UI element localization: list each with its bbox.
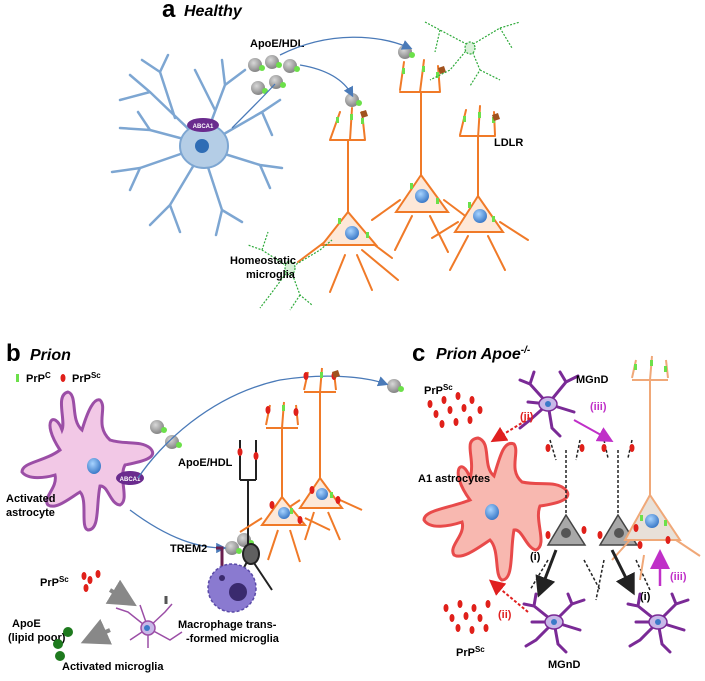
homeostatic-label-2: microglia — [246, 269, 296, 281]
a1-astrocyte — [422, 436, 570, 582]
microglia-to-apoe-arrow — [80, 618, 113, 645]
abca1-label-b: ABCA1 — [120, 477, 141, 483]
activated-astrocyte: ABCA1 — [20, 390, 154, 532]
panel-b-letter: b — [6, 340, 21, 367]
apoe-particles-a — [248, 45, 415, 107]
trem2-label: TREM2 — [170, 543, 207, 555]
legend-prpc: PrPC — [26, 371, 51, 385]
prpsc-cluster-c2 — [443, 600, 491, 634]
mgnd-bottom-left — [522, 592, 586, 654]
legend-prpc-swatch — [16, 374, 19, 382]
arrow-ii-top — [490, 417, 531, 443]
ldlr-receptors — [360, 66, 500, 121]
step-i-right: (i) — [640, 591, 651, 603]
prpc-on-neuron-c — [634, 360, 667, 526]
homeostatic-label-1: Homeostatic — [230, 255, 296, 267]
arrow-i-left — [535, 549, 558, 598]
panel-c-letter: c — [412, 340, 425, 367]
panel-a-title: Healthy — [184, 3, 243, 20]
apoe-hdl-label-b: ApoE/HDL — [178, 457, 233, 469]
trem2-receptor — [216, 546, 224, 570]
panel-a: a Healthy ABCA1 ApoE/HDL — [110, 0, 529, 311]
neuron-somas-b — [260, 476, 344, 526]
arrow-iii-top — [573, 419, 614, 442]
mgnd-bottom-right-nucleus — [655, 619, 661, 625]
mgnd-label-top: MGnD — [576, 374, 608, 386]
apoe-hdl-label-a: ApoE/HDL — [250, 38, 305, 50]
prpsc-to-microglia-arrow — [105, 579, 137, 607]
panel-c: c Prion Apoe-/- PrPSc MGnD A1 astrocytes — [412, 340, 701, 671]
macrophage-label-1: Macrophage trans- — [178, 619, 277, 631]
macrophage-microglia — [207, 563, 257, 613]
activated-microglia-label: Activated microglia — [62, 661, 164, 673]
neurons-b — [239, 367, 363, 563]
neuron-c — [611, 355, 701, 581]
neuron-somas-a — [319, 173, 505, 246]
step-ii-bottom: (ii) — [498, 609, 512, 621]
apoe-lipid-poor-label-2: (lipid poor) — [8, 632, 66, 644]
apoe-particles-b — [150, 379, 404, 555]
abca1-label-a: ABCA1 — [193, 124, 214, 130]
healthy-astrocyte — [110, 53, 284, 237]
astrocyte-nucleus — [195, 139, 209, 153]
panel-b: b Prion PrPC PrPSc ABCA1 Activated astro… — [6, 340, 404, 673]
ldlr-b — [332, 370, 340, 378]
step-i-left: (i) — [530, 551, 541, 563]
ldlr-label: LDLR — [494, 137, 523, 149]
homeostatic-microglia-bottom — [247, 231, 333, 311]
flow-arrow-a1 — [231, 83, 276, 129]
prpsc-on-neurons-c — [545, 444, 671, 549]
step-ii-top: (ii) — [520, 411, 534, 423]
mgnd-top-nucleus — [545, 401, 551, 407]
prpsc-label-c1: PrPSc — [424, 383, 453, 397]
prpsc-label-c2: PrPSc — [456, 645, 485, 659]
step-iii-bottom: (iii) — [670, 571, 687, 583]
homeostatic-microglia-top — [424, 21, 521, 87]
degenerating-neurons-c — [529, 439, 651, 601]
mgnd-label-bottom: MGnD — [548, 659, 580, 671]
mgnd-bottom-left-nucleus — [551, 619, 557, 625]
degenerating-soma — [242, 543, 260, 565]
prpsc-label-b: PrPSc — [40, 575, 69, 589]
abca1-transporter-a — [187, 118, 219, 132]
panel-a-letter: a — [162, 0, 176, 23]
flow-arrow-a2 — [279, 36, 413, 56]
apoe-lipid-poor-label-1: ApoE — [12, 618, 41, 630]
mgnd-top — [518, 370, 580, 438]
activated-microglia — [115, 603, 183, 648]
panel-b-title: Prion — [30, 347, 71, 364]
macrophage-label-2: -formed microglia — [186, 633, 280, 645]
panel-c-title: Prion Apoe-/- — [436, 345, 531, 363]
a1-astrocytes-label: A1 astrocytes — [418, 473, 490, 485]
flow-arrow-a3 — [299, 64, 354, 98]
activated-astrocyte-label-1: Activated — [6, 493, 56, 505]
mgnd-bottom-right — [626, 592, 690, 654]
prpsc-cluster-c1 — [427, 392, 483, 428]
neuron-c-nucleus — [645, 514, 659, 528]
prpc-on-neurons-b — [282, 372, 333, 514]
prpsc-on-neuron-b — [237, 448, 259, 460]
arrow-i-right — [610, 549, 635, 596]
prpc-markers-a — [336, 66, 495, 238]
step-iii-top: (iii) — [590, 401, 607, 413]
legend-prpsc: PrPSc — [72, 371, 101, 385]
arrow-ii-bottom — [488, 579, 529, 613]
apoe-lipid-poor-dots — [53, 627, 73, 661]
neurons-a — [297, 59, 529, 293]
legend-prpsc-swatch — [60, 374, 66, 382]
flow-arrow-b1 — [137, 375, 389, 479]
activated-astrocyte-label-2: astrocyte — [6, 507, 55, 519]
prpsc-cluster-b — [81, 570, 101, 592]
